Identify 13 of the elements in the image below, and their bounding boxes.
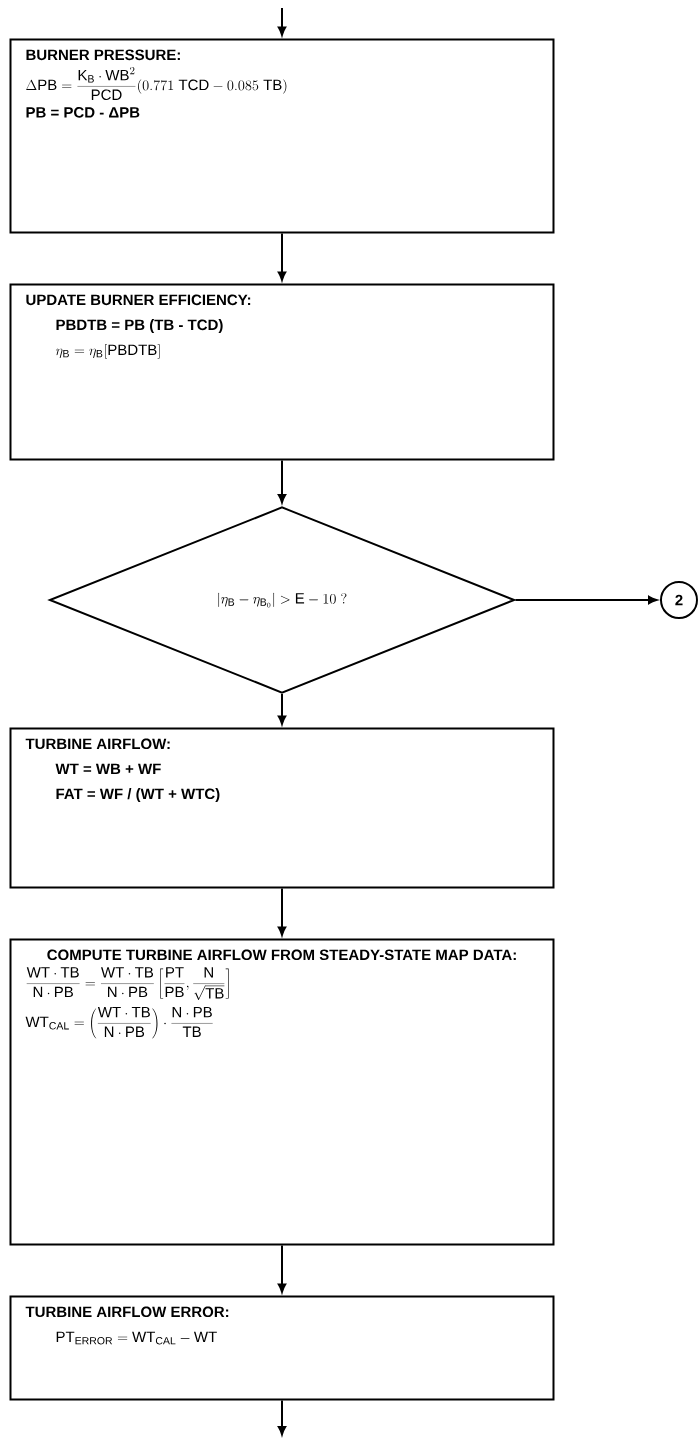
process-box: BURNER PRESSURE: $\Delta\mathrm{PB} = \frac{\mathrm{K_B}\cdot\mathrm{WB}^2}{\mathrm{PCD}}(0.771\ \mathrm{TCD} - 0.085\ \mathrm{TB})$ PB = PCD - ΔPB (9, 38, 555, 234)
arrow (277, 7, 287, 36)
arrow (277, 693, 287, 725)
arrow (277, 1399, 287, 1436)
arrow (277, 1244, 287, 1293)
process-box: UPDATE BURNER EFFICIENCY: PBDTB = PB (TB - TCD) $\eta_{\mathrm{B}} = \eta_{\mathrm{B}}[\mathrm{PBDTB}]$ (9, 283, 555, 461)
arrow (277, 887, 287, 936)
arrow (514, 595, 658, 605)
process-box: TURBINE AIRFLOW: WT = WB + WF FAT = WF / (WT + WTC) (9, 727, 555, 889)
arrow (277, 459, 287, 504)
arrow (277, 232, 287, 281)
process-box: TURBINE AIRFLOW ERROR: $\mathrm{PT}_{\mathrm{ERROR}} = \mathrm{WT}_{\mathrm{CAL}} - \mathrm{WT}$ (9, 1295, 555, 1401)
process-box: COMPUTE TURBINE AIRFLOW FROM STEADY-STATE MAP DATA: $\frac{\mathrm{WT}\cdot\mathrm{TB}}{\mathrm{N}\cdot\mathrm{PB}} = \frac{\mathrm{WT}\cdot\mathrm{TB}}{\mathrm{N}\cdot\mathrm{PB}}\left[\frac{\mathrm{PT}}{\mathrm{PB}}, \frac{\mathrm{N}}{\sqrt{\mathrm{TB}}}\right]$ $\mathrm{WT}_{\mathrm{CAL}} = \left(\frac{\mathrm{WT}\cdot\mathrm{TB}}{\mathrm{N}\cdot\mathrm{PB}}\right)\cdot\frac{\mathrm{N}\cdot\mathrm{PB}}{\mathrm{TB}}$ (9, 938, 555, 1246)
